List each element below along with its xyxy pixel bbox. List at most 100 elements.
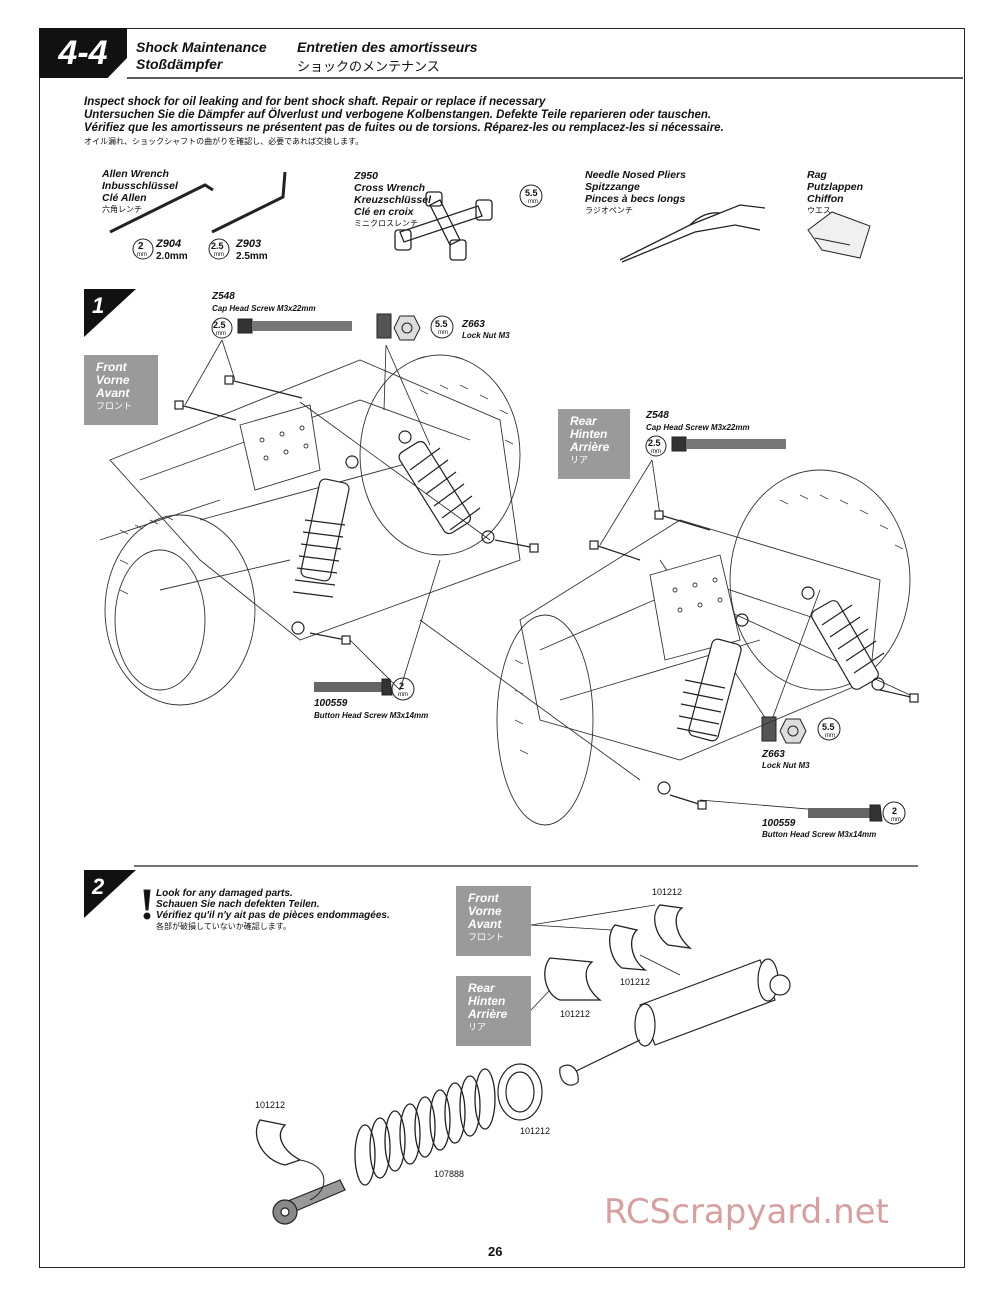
allen-wrench-icon	[109, 171, 287, 234]
step2-rear-box: Rear Hinten Arrière リア	[456, 976, 531, 1046]
pliers-icon	[619, 204, 766, 263]
watermark: RCScrapyard.net	[604, 1192, 889, 1232]
step2-front-de: Vorne	[468, 904, 502, 918]
step2-warn-jp: 各部が破損していないか確認します。	[156, 922, 291, 931]
allen-2-label: 2.0mm	[156, 251, 188, 262]
section-title-fr: Entretien des amortisseurs	[297, 39, 478, 55]
tool-pliers-en: Needle Nosed Pliers	[585, 169, 686, 181]
rear-lock-nut-desc: Lock Nut M3	[762, 761, 810, 770]
step2-warn-fr: Vérifiez qu'il n'y ait pas de pièces end…	[156, 910, 390, 921]
tool-rag-labels: Rag Putzlappen Chiffon ウエス	[807, 169, 863, 217]
rear-cap-tool-unit: mm	[651, 449, 661, 455]
rear-nut-tool-unit: mm	[825, 733, 835, 739]
part-101212-collar: 101212	[520, 1126, 551, 1136]
front-lock-nut-desc: Lock Nut M3	[462, 331, 510, 340]
rear-cap-screw-desc: Cap Head Screw M3x22mm	[646, 423, 750, 432]
section-title-de: Stoßdämpfer	[136, 56, 223, 72]
rear-screws-icon	[589, 510, 919, 810]
rear-cap-tool-size: 2.5	[648, 438, 661, 448]
front-cap-screw-desc: Cap Head Screw M3x22mm	[212, 304, 316, 313]
part-101212-rear: 101212	[560, 1009, 591, 1019]
tool-cross-en: Cross Wrench	[354, 182, 425, 194]
step2-rear-en: Rear	[468, 981, 495, 995]
collar-icon	[497, 1063, 543, 1121]
cross-wrench-icon	[394, 191, 493, 261]
shock-body-icon	[559, 958, 791, 1086]
rear-button-tool-unit: mm	[891, 817, 901, 823]
front-cap-tool-unit: mm	[216, 331, 226, 337]
rag-icon	[807, 211, 871, 259]
front-lock-nut-code: Z663	[462, 319, 485, 330]
rear-button-tool-size: 2	[892, 806, 898, 816]
rear-shock-left-icon	[657, 613, 749, 795]
allen-2-code: Z904	[156, 238, 182, 250]
tool-cross-de: Kreuzschlüssel	[354, 194, 432, 206]
front-button-screw-code: 100559	[314, 698, 348, 709]
part-101212-mid: 101212	[620, 977, 651, 987]
part-101212-top: 101212	[652, 887, 683, 897]
tool-pliers-labels: Needle Nosed Pliers Spitzzange Pinces à …	[585, 169, 686, 217]
tool-cross-code: Z950	[354, 170, 378, 182]
tool-rag-fr: Chiffon	[807, 193, 844, 205]
rear-chassis-drawing	[496, 469, 911, 826]
step2-warning: Look for any damaged parts. Schauen Sie …	[156, 888, 390, 932]
tool-cross-labels: Z950 Cross Wrench Kreuzschlüssel Clé en …	[354, 170, 431, 230]
step2-warn-en: Look for any damaged parts.	[156, 888, 293, 899]
tool-pliers-jp: ラジオペンチ	[585, 206, 633, 215]
tool-rag-jp: ウエス	[807, 206, 831, 215]
tool-allen-en: Allen Wrench	[102, 168, 169, 180]
intro-text: Inspect shock for oil leaking and for be…	[84, 96, 724, 148]
rod-end-icon	[272, 1179, 346, 1225]
step1-rear-en: Rear	[570, 414, 597, 428]
rear-cap-screw-code: Z548	[646, 410, 669, 421]
intro-fr: Vérifiez que les amortisseurs ne présent…	[84, 122, 724, 134]
tool-cross-fr: Clé en croix	[354, 206, 414, 218]
page-number: 26	[488, 1244, 503, 1259]
step2-front-fr: Avant	[468, 917, 502, 931]
lock-nut-icon	[376, 313, 841, 744]
front-screws-icon	[174, 375, 539, 645]
tool-rag-de: Putzlappen	[807, 181, 864, 193]
front-chassis-drawing	[99, 354, 521, 706]
rear-nut-tool-size: 5.5	[822, 722, 835, 732]
size-tag-2-unit: mm	[137, 252, 147, 258]
intro-de: Untersuchen Sie die Dämpfer auf Ölverlus…	[84, 109, 712, 121]
step1-front-fr: Avant	[96, 386, 130, 400]
button-screw-icon	[314, 677, 906, 825]
size-tag-25: 2.5	[211, 241, 224, 251]
intro-en: Inspect shock for oil leaking and for be…	[84, 96, 546, 108]
step2-warn-de: Schauen Sie nach defekten Teilen.	[156, 899, 320, 910]
spacer-clip-icon	[255, 904, 693, 1166]
step2-front-en: Front	[468, 891, 499, 905]
page-frame	[39, 28, 965, 1268]
step2-rear-fr: Arrière	[468, 1007, 508, 1021]
step1-rear-box: Rear Hinten Arrière リア	[558, 409, 630, 479]
rear-button-screw-code: 100559	[762, 818, 796, 829]
tool-allen-jp: 六角レンチ	[102, 205, 142, 214]
tool-pliers-de: Spitzzange	[585, 181, 640, 193]
cap-screw-icon	[211, 317, 786, 457]
step2-connector-line	[299, 1159, 325, 1201]
front-button-screw-desc: Button Head Screw M3x14mm	[314, 711, 429, 720]
step1-rear-de: Hinten	[570, 427, 608, 441]
step1-front-jp: フロント	[96, 401, 133, 411]
tire-tread-icon	[119, 384, 904, 755]
step-2-number: 2	[92, 874, 105, 899]
size-circle-icon	[132, 184, 543, 260]
front-cap-tool-size: 2.5	[213, 320, 226, 330]
tool-rag-en: Rag	[807, 169, 827, 181]
tool-cross-jp: ミニクロスレンチ	[354, 219, 418, 228]
tool-allen-fr: Clé Allen	[102, 192, 147, 204]
step1-front-de: Vorne	[96, 373, 130, 387]
front-shock-left-icon	[291, 455, 359, 635]
front-nut-tool-unit: mm	[438, 330, 448, 336]
part-107888-spring: 107888	[434, 1169, 465, 1179]
step2-front-jp: フロント	[468, 932, 505, 942]
intro-jp: オイル漏れ、ショックシャフトの曲がりを確認し、必要であれば交換します。	[84, 137, 364, 146]
size-tag-25-unit: mm	[214, 252, 224, 258]
size-tag-55-cross-unit: mm	[528, 199, 538, 205]
step2-rear-jp: リア	[468, 1022, 487, 1032]
step1-rear-fr: Arrière	[570, 440, 610, 454]
front-button-tool-unit: mm	[398, 692, 408, 698]
